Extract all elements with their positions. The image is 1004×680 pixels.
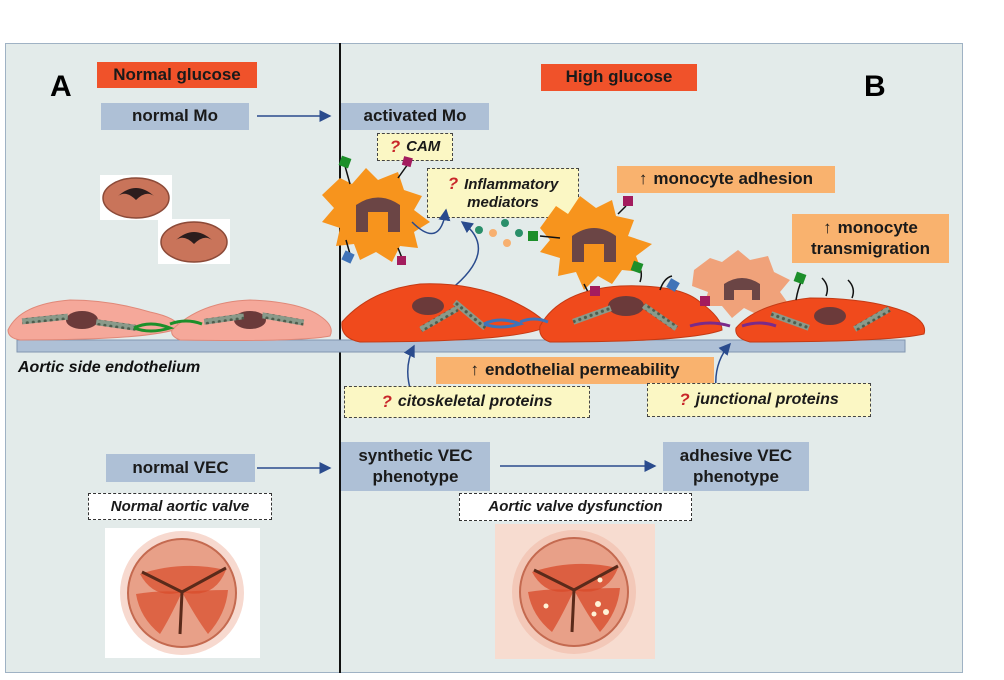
inflammatory-text-line2: mediators — [467, 194, 539, 212]
adhesive-vec-line1: adhesive VEC — [679, 446, 793, 466]
mediator-dot — [515, 229, 523, 237]
adhesive-vec-box: adhesive VEC phenotype — [663, 442, 809, 491]
mediator-dot — [501, 219, 509, 227]
normal-endothelial-cell-1 — [7, 299, 181, 341]
junctional-text: junctional proteins — [695, 391, 839, 409]
up-arrow-icon: ↑ — [638, 169, 648, 189]
activated-endothelial-cell-1 — [341, 283, 549, 343]
endothelial-permeability-text: endothelial permeability — [484, 360, 680, 380]
activated-junction — [741, 321, 777, 328]
monocyte-adhesion-text: monocyte adhesion — [653, 169, 814, 189]
adhesive-vec-line2: phenotype — [693, 466, 779, 486]
panel-label-a: A — [50, 70, 72, 103]
mediator-dot — [475, 226, 483, 234]
aortic-side-endothelium-label: Aortic side endothelium — [18, 359, 201, 376]
panel-divider — [339, 43, 341, 673]
synthetic-vec-line1: synthetic VEC — [358, 446, 473, 466]
normal-junction — [133, 322, 175, 333]
receptor — [590, 286, 600, 296]
activated-junction — [519, 317, 549, 324]
citoskeletal-text: citoskeletal proteins — [397, 393, 553, 411]
normal-monocyte-2 — [158, 219, 230, 264]
citoskeletal-arrow — [403, 344, 415, 389]
receptor — [700, 296, 710, 306]
activated-endothelial-cell-2 — [539, 285, 723, 343]
monocyte-transmigration-box: ↑monocyte transmigration — [792, 214, 949, 263]
activated-endothelial-cell-3 — [735, 297, 926, 343]
high-glucose-label: High glucose — [541, 64, 697, 91]
normal-glucose-label: Normal glucose — [97, 62, 257, 88]
question-mark: ? — [381, 391, 392, 411]
inflammatory-mediators-box: ? Inflammatory mediators — [427, 168, 579, 218]
activated-mo-box: activated Mo — [341, 103, 489, 130]
activated-monocyte-1 — [322, 155, 430, 265]
up-arrow-icon: ↑ — [470, 360, 479, 380]
activated-monocyte-2 — [528, 196, 652, 297]
normal-mo-box: normal Mo — [101, 103, 249, 130]
cam-box: ? CAM — [377, 133, 453, 161]
activated-junction — [689, 321, 731, 328]
receptor — [793, 271, 807, 285]
transmigration-text-line1: monocyte — [837, 218, 918, 238]
mediator-arrow-2 — [449, 221, 480, 291]
receptor — [666, 278, 680, 292]
aortic-valve-dysfunction-label: Aortic valve dysfunction — [459, 493, 692, 521]
receptor — [630, 260, 644, 274]
question-mark: ? — [679, 389, 690, 409]
monocyte-adhesion-box: ↑monocyte adhesion — [617, 166, 835, 193]
activated-junction — [483, 318, 525, 329]
mediator-dot — [503, 239, 511, 247]
question-mark: ? — [447, 173, 459, 193]
mediator-arrow-1 — [411, 208, 451, 235]
normal-valve-image — [105, 528, 260, 658]
normal-endothelial-cell-2 — [171, 299, 332, 341]
junctional-proteins-box: ? junctional proteins — [647, 383, 871, 417]
cam-text: CAM — [406, 138, 441, 155]
normal-junction — [169, 319, 203, 326]
up-arrow-icon: ↑ — [823, 218, 832, 238]
inflammatory-text-line1: Inflammatory — [464, 175, 559, 193]
question-mark: ? — [389, 136, 401, 156]
normal-aortic-valve-label: Normal aortic valve — [88, 493, 272, 520]
panel-label-b: B — [864, 70, 886, 103]
mediator-dot — [489, 229, 497, 237]
citoskeletal-proteins-box: ? citoskeletal proteins — [344, 386, 590, 418]
normal-monocyte-1 — [100, 175, 172, 220]
dysfunction-valve-image — [495, 524, 655, 659]
endothelial-permeability-box: ↑endothelial permeability — [436, 357, 714, 384]
normal-vec-box: normal VEC — [106, 454, 255, 482]
synthetic-vec-line2: phenotype — [372, 466, 459, 486]
synthetic-vec-box: synthetic VEC phenotype — [341, 442, 490, 491]
transmigration-text-line2: transmigration — [810, 238, 931, 258]
transmigrating-monocyte — [692, 250, 790, 318]
